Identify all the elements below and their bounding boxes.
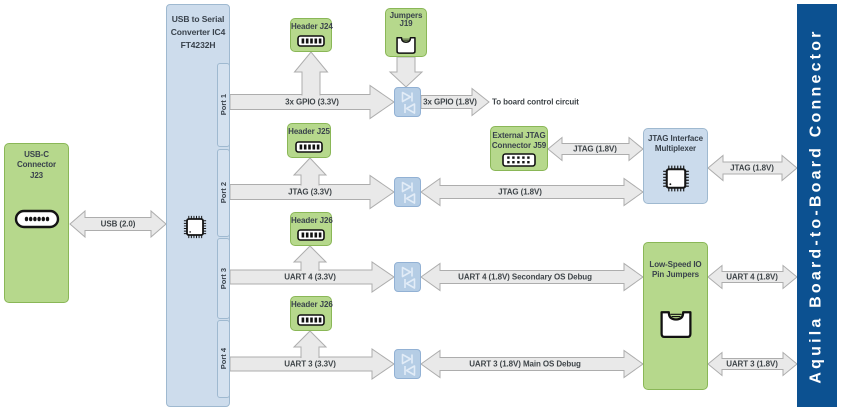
- level-shifter-icon: [401, 266, 416, 289]
- arrow-branch-j26b: [292, 330, 328, 358]
- header-j25-label: Header J25: [288, 127, 330, 136]
- level-shifter-uart3: [394, 349, 421, 379]
- arrow-gpio-18: [420, 87, 490, 117]
- board-control-text: To board control circuit: [492, 97, 579, 107]
- low-speed-io-label-line2: Pin Jumpers: [652, 270, 699, 280]
- arrow-uart4-33: [229, 261, 395, 293]
- arrow-j19-down: [388, 56, 424, 88]
- header-j26-uart4-label: Header J26: [291, 216, 333, 225]
- arrow-label-jtag-18-ext: JTAG (1.8V): [573, 144, 617, 154]
- port-3: Port 3: [217, 238, 230, 319]
- header-j25-block: Header J25: [287, 123, 331, 158]
- arrow-label-jtag-33: JTAG (3.3V): [288, 187, 332, 197]
- header-j26-uart3-label: Header J26: [291, 300, 333, 309]
- header-j24-label: Header J24: [291, 22, 333, 31]
- level-shifter-icon: [401, 353, 416, 376]
- arrow-label-uart4-18: UART 4 (1.8V) Secondary OS Debug: [458, 272, 592, 282]
- arrow-label-uart4-33: UART 4 (3.3V): [284, 272, 336, 282]
- arrow-label-usb: USB (2.0): [100, 219, 136, 229]
- port-1: Port 1: [217, 63, 230, 147]
- header-pins-icon: [297, 314, 325, 326]
- low-speed-io-label-line1: Low-Speed IO: [649, 260, 702, 269]
- arrow-label-uart3-18-bb: UART 3 (1.8V): [726, 359, 778, 369]
- jtag-mux-label-line1: JTAG Interface: [648, 134, 703, 143]
- ft4232h-label-line3: FT4232H: [180, 39, 216, 50]
- usbc-connector-block: USB-C Connector J23: [4, 143, 69, 303]
- external-jtag-block: External JTAG Connector J59: [490, 126, 548, 171]
- arrow-label-gpio-18: 3x GPIO (1.8V): [423, 97, 477, 107]
- ic-chip-icon: [657, 160, 694, 197]
- jtag-mux-label-line2: Multiplexer: [654, 144, 697, 154]
- jumper-shunt-icon: [657, 303, 694, 340]
- level-shifter-jtag: [394, 177, 421, 207]
- level-shifter-uart4: [394, 262, 421, 292]
- aquila-connector-bar: Aquila Board-to-Board Connector: [797, 4, 837, 407]
- arrow-branch-j26a: [292, 245, 328, 271]
- usb-c-port-icon: [14, 208, 60, 230]
- header-j26-uart3-block: Header J26: [290, 296, 333, 331]
- level-shifter-gpio: [394, 87, 421, 117]
- ft4232h-label-line1: USB to Serial: [171, 14, 225, 24]
- jumpers-j19-block: Jumpers J19: [385, 8, 427, 57]
- level-shifter-icon: [401, 91, 416, 114]
- arrow-label-jtag-18-bb: JTAG (1.8V): [730, 163, 774, 173]
- arrow-label-uart4-18-bb: UART 4 (1.8V): [726, 272, 778, 282]
- jumpers-j19-label-line1: Jumpers: [389, 11, 423, 20]
- header-pins-icon: [297, 35, 325, 47]
- port-4: Port 4: [217, 320, 230, 398]
- arrow-branch-j25: [292, 157, 328, 186]
- header-j24-block: Header J24: [290, 18, 333, 52]
- external-jtag-label-line1: External JTAG: [492, 131, 546, 140]
- header-pins-icon: [295, 141, 323, 153]
- jumpers-j19-label-line2: J19: [399, 19, 413, 29]
- arrow-uart3-33: [229, 348, 395, 380]
- usb-serial-converter-block: USB to Serial Converter IC4 FT4232H Port…: [166, 4, 230, 407]
- jumper-shunt-icon: [395, 32, 418, 55]
- ft4232h-label-line2: Converter IC4: [170, 26, 226, 37]
- arrow-label-uart3-33: UART 3 (3.3V): [284, 359, 336, 369]
- arrow-label-uart3-18: UART 3 (1.8V) Main OS Debug: [469, 359, 581, 369]
- arrow-jtag-33: [229, 174, 395, 210]
- low-speed-io-block: Low-Speed IO Pin Jumpers: [643, 242, 708, 390]
- jtag-header-icon: [502, 153, 536, 167]
- level-shifter-icon: [401, 181, 416, 204]
- arrow-gpio-33: [229, 84, 395, 120]
- arrow-branch-j24: [293, 51, 329, 96]
- usbc-label-line1: USB-C: [24, 150, 49, 159]
- usbc-label-line2: Connector: [16, 160, 57, 170]
- port-2: Port 2: [217, 149, 230, 237]
- ic-chip-icon: [179, 211, 211, 243]
- external-jtag-label-line2: Connector J59: [491, 141, 547, 151]
- usbc-label-line3: J23: [29, 170, 44, 180]
- arrow-label-gpio-33: 3x GPIO (3.3V): [285, 97, 339, 107]
- aquila-connector-label: Aquila Board-to-Board Connector: [808, 27, 826, 384]
- header-j26-uart4-block: Header J26: [290, 212, 333, 246]
- arrow-label-jtag-18-ls: JTAG (1.8V): [498, 187, 542, 197]
- jtag-mux-block: JTAG Interface Multiplexer: [643, 128, 708, 204]
- header-pins-icon: [297, 229, 325, 241]
